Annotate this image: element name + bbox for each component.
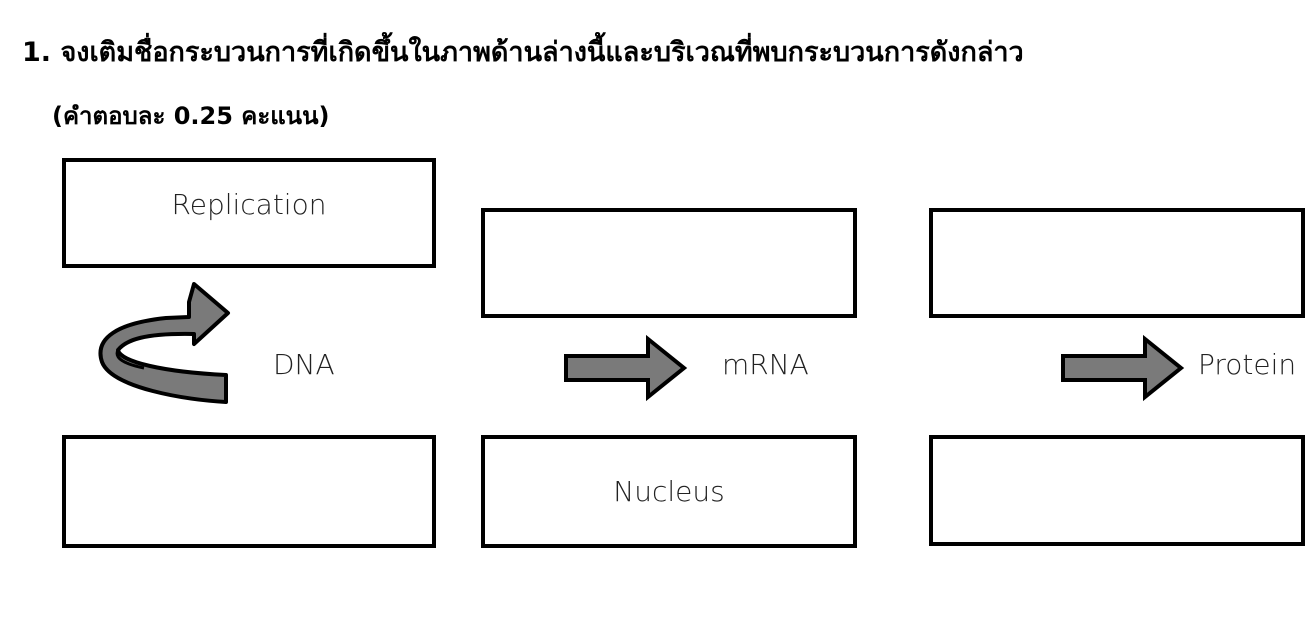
location-box-label: Nucleus — [613, 475, 725, 508]
process-box-replication[interactable]: Replication — [62, 158, 436, 268]
location-box-replication[interactable] — [62, 435, 436, 548]
process-box-transcription[interactable] — [481, 208, 857, 318]
location-box-transcription[interactable]: Nucleus — [481, 435, 857, 548]
molecule-label-mrna: mRNA — [722, 348, 809, 381]
question-title: 1. จงเติมชื่อกระบวนการที่เกิดขึ้นในภาพด้… — [22, 37, 1024, 68]
molecule-label-dna: DNA — [273, 348, 335, 381]
replication-curved-arrow-icon — [98, 282, 230, 404]
molecule-label-protein: Protein — [1198, 348, 1297, 381]
process-box-label: Replication — [171, 188, 327, 221]
process-box-translation[interactable] — [929, 208, 1305, 318]
translation-arrow-icon — [1061, 334, 1185, 402]
question-subtitle: (คำตอบละ 0.25 คะแนน) — [52, 102, 330, 130]
transcription-arrow-icon — [564, 334, 688, 402]
location-box-translation[interactable] — [929, 435, 1305, 546]
